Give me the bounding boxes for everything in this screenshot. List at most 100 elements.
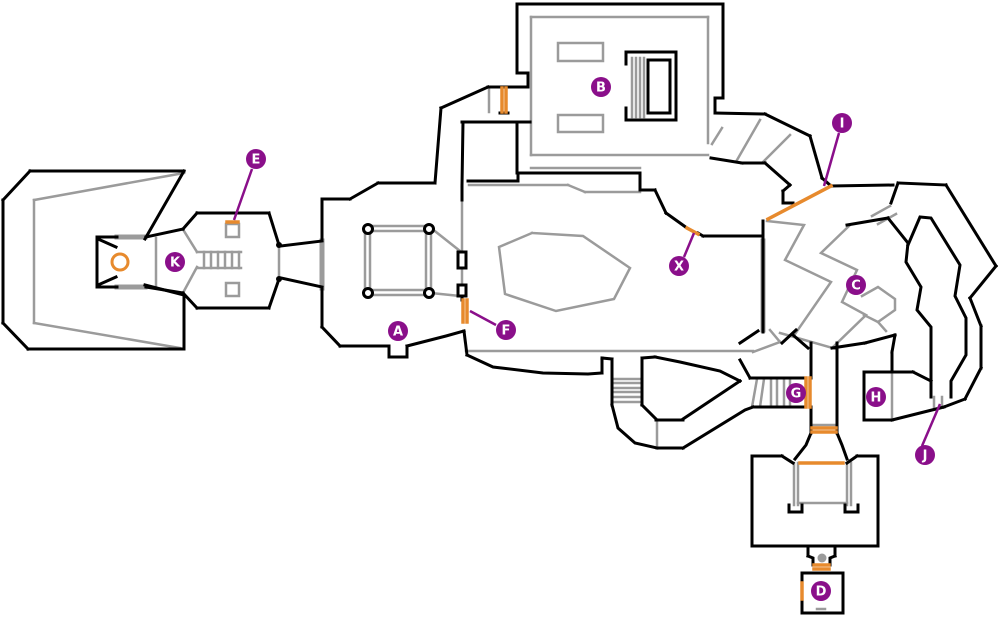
marker-X-circle [669, 256, 689, 276]
details-segment [429, 291, 462, 298]
walls-segment [709, 156, 744, 165]
marker-G: G [786, 383, 806, 403]
marker-C: C [846, 275, 866, 295]
marker-J-pointer-line [920, 403, 942, 447]
walls-segment [652, 187, 669, 216]
walls-segment [142, 168, 187, 242]
marker-C-circle [846, 275, 866, 295]
details-segment [224, 281, 241, 298]
marker-I-label: I [840, 117, 845, 132]
details-segment [761, 133, 792, 164]
details-segment [556, 113, 605, 134]
walls-segment [762, 160, 793, 188]
marker-D: D [811, 581, 831, 601]
details-segment [556, 41, 605, 63]
map-detail-lines [32, 15, 944, 611]
marker-X: X [669, 232, 696, 276]
walls-segment [96, 237, 118, 249]
details-segment [32, 171, 186, 202]
details-segment [368, 229, 428, 292]
marker-I-pointer-line [822, 132, 841, 187]
walls-segment [462, 329, 469, 357]
walls-segment [646, 58, 672, 115]
marker-D-circle [811, 581, 831, 601]
marker-X-label: X [674, 260, 684, 275]
details-segment [429, 226, 462, 253]
details-segment [765, 219, 833, 336]
walls-segment [680, 405, 755, 451]
details-segment [566, 183, 587, 194]
step-blob [817, 553, 827, 563]
pillar-ring [423, 223, 435, 235]
walls-segment [267, 211, 281, 247]
walls-segment [889, 181, 900, 205]
details-segment [768, 328, 782, 344]
marker-K-circle [165, 252, 185, 272]
walls-segment [762, 111, 813, 139]
marker-I: I [822, 113, 852, 187]
marker-A: A [388, 321, 408, 341]
teleport-ring [110, 252, 130, 272]
pillar-ring [423, 287, 435, 299]
marker-G-label: G [791, 387, 802, 402]
walls-segment [267, 277, 281, 310]
walls-segment [906, 215, 968, 399]
details-segment [758, 377, 766, 409]
marker-F-pointer-line [469, 309, 497, 327]
marker-B-label: B [596, 81, 606, 96]
details-segment [860, 285, 897, 324]
walls-segment [843, 503, 860, 514]
walls-segment [787, 503, 804, 514]
walls-segment [943, 182, 999, 269]
walls-segment [863, 333, 897, 345]
walls-segment [828, 554, 837, 567]
walls-segment [890, 405, 946, 422]
walls-segment [779, 453, 796, 466]
walls-segment [180, 210, 200, 232]
walls-segment [806, 554, 815, 567]
walls-segment [910, 369, 934, 384]
details-segment [182, 265, 199, 293]
marker-A-circle [388, 321, 408, 341]
walls-segment [610, 403, 659, 450]
details-segment [876, 320, 888, 333]
marker-H-label: H [871, 391, 882, 406]
walls-segment [439, 85, 490, 110]
marker-A-label: A [393, 325, 403, 340]
walls-segment [830, 341, 867, 350]
marker-E-label: E [252, 153, 261, 168]
walls-segment [460, 120, 465, 188]
walls-segment [967, 263, 999, 301]
details-segment [751, 340, 782, 354]
walls-segment [808, 134, 824, 180]
walls-segment [942, 397, 967, 409]
walls-segment [0, 320, 31, 352]
walls-segment [96, 275, 118, 287]
walls-segment [640, 355, 657, 360]
map-circle-features [110, 223, 827, 563]
marker-B: B [591, 77, 611, 97]
walls-segment [962, 365, 984, 402]
marker-K: K [165, 252, 185, 272]
walls-segment [279, 239, 324, 248]
walls-segment [387, 344, 409, 359]
marker-B-circle [591, 77, 611, 97]
walls-segment [968, 296, 983, 328]
walls-segment [144, 285, 185, 295]
marker-J-circle [915, 445, 935, 465]
marker-F-label: F [502, 324, 511, 339]
marker-K-label: K [170, 256, 181, 271]
vertex-dot [276, 242, 282, 248]
walls-segment [405, 329, 466, 348]
marker-G-circle [786, 383, 806, 403]
marker-X-pointer-line [682, 232, 696, 258]
marker-E-pointer-line [232, 168, 254, 221]
details-segment [497, 231, 632, 313]
details-segment [363, 224, 433, 297]
specials-segment [765, 183, 834, 222]
walls-segment [845, 216, 890, 227]
walls-segment [433, 106, 443, 185]
walls-segment [180, 290, 200, 311]
